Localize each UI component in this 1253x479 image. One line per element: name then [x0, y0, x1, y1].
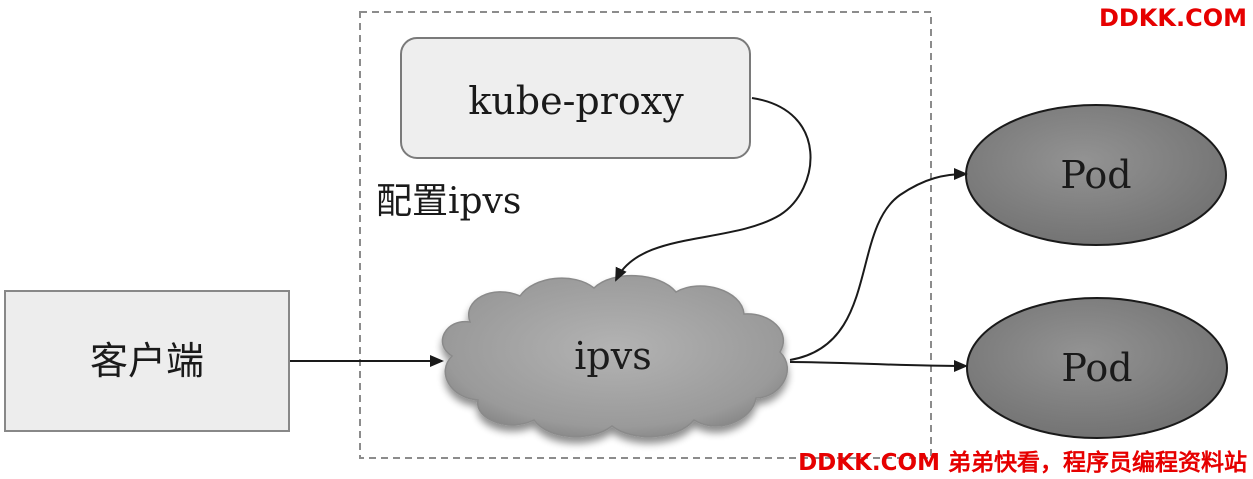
- ipvs-node: ipvs: [441, 275, 789, 438]
- kube-proxy-label: kube-proxy: [468, 79, 684, 123]
- watermark-bottom: DDKK.COM 弟弟快看，程序员编程资料站: [798, 450, 1247, 476]
- ipvs-host-boundary: [359, 11, 932, 459]
- arrow-ipvs-to-pod-top: [789, 168, 968, 361]
- watermark-top: DDKK.COM: [1098, 4, 1247, 32]
- arrow-kube-proxy-to-ipvs: [615, 97, 812, 282]
- client-label: 客户端: [90, 339, 204, 383]
- arrow-ipvs-to-pod-bottom: [789, 359, 968, 372]
- ipvs-cloud-shape: [441, 275, 789, 438]
- pod-top-label: Pod: [1060, 153, 1131, 197]
- pod-bottom-label: Pod: [1061, 346, 1132, 390]
- client-node: 客户端: [4, 290, 290, 432]
- ipvs-label: ipvs: [574, 334, 651, 378]
- pod-node-bottom: Pod: [966, 297, 1228, 439]
- config-ipvs-label: 配置ipvs: [376, 181, 521, 222]
- kube-proxy-node: kube-proxy: [400, 37, 751, 159]
- pod-node-top: Pod: [965, 104, 1227, 246]
